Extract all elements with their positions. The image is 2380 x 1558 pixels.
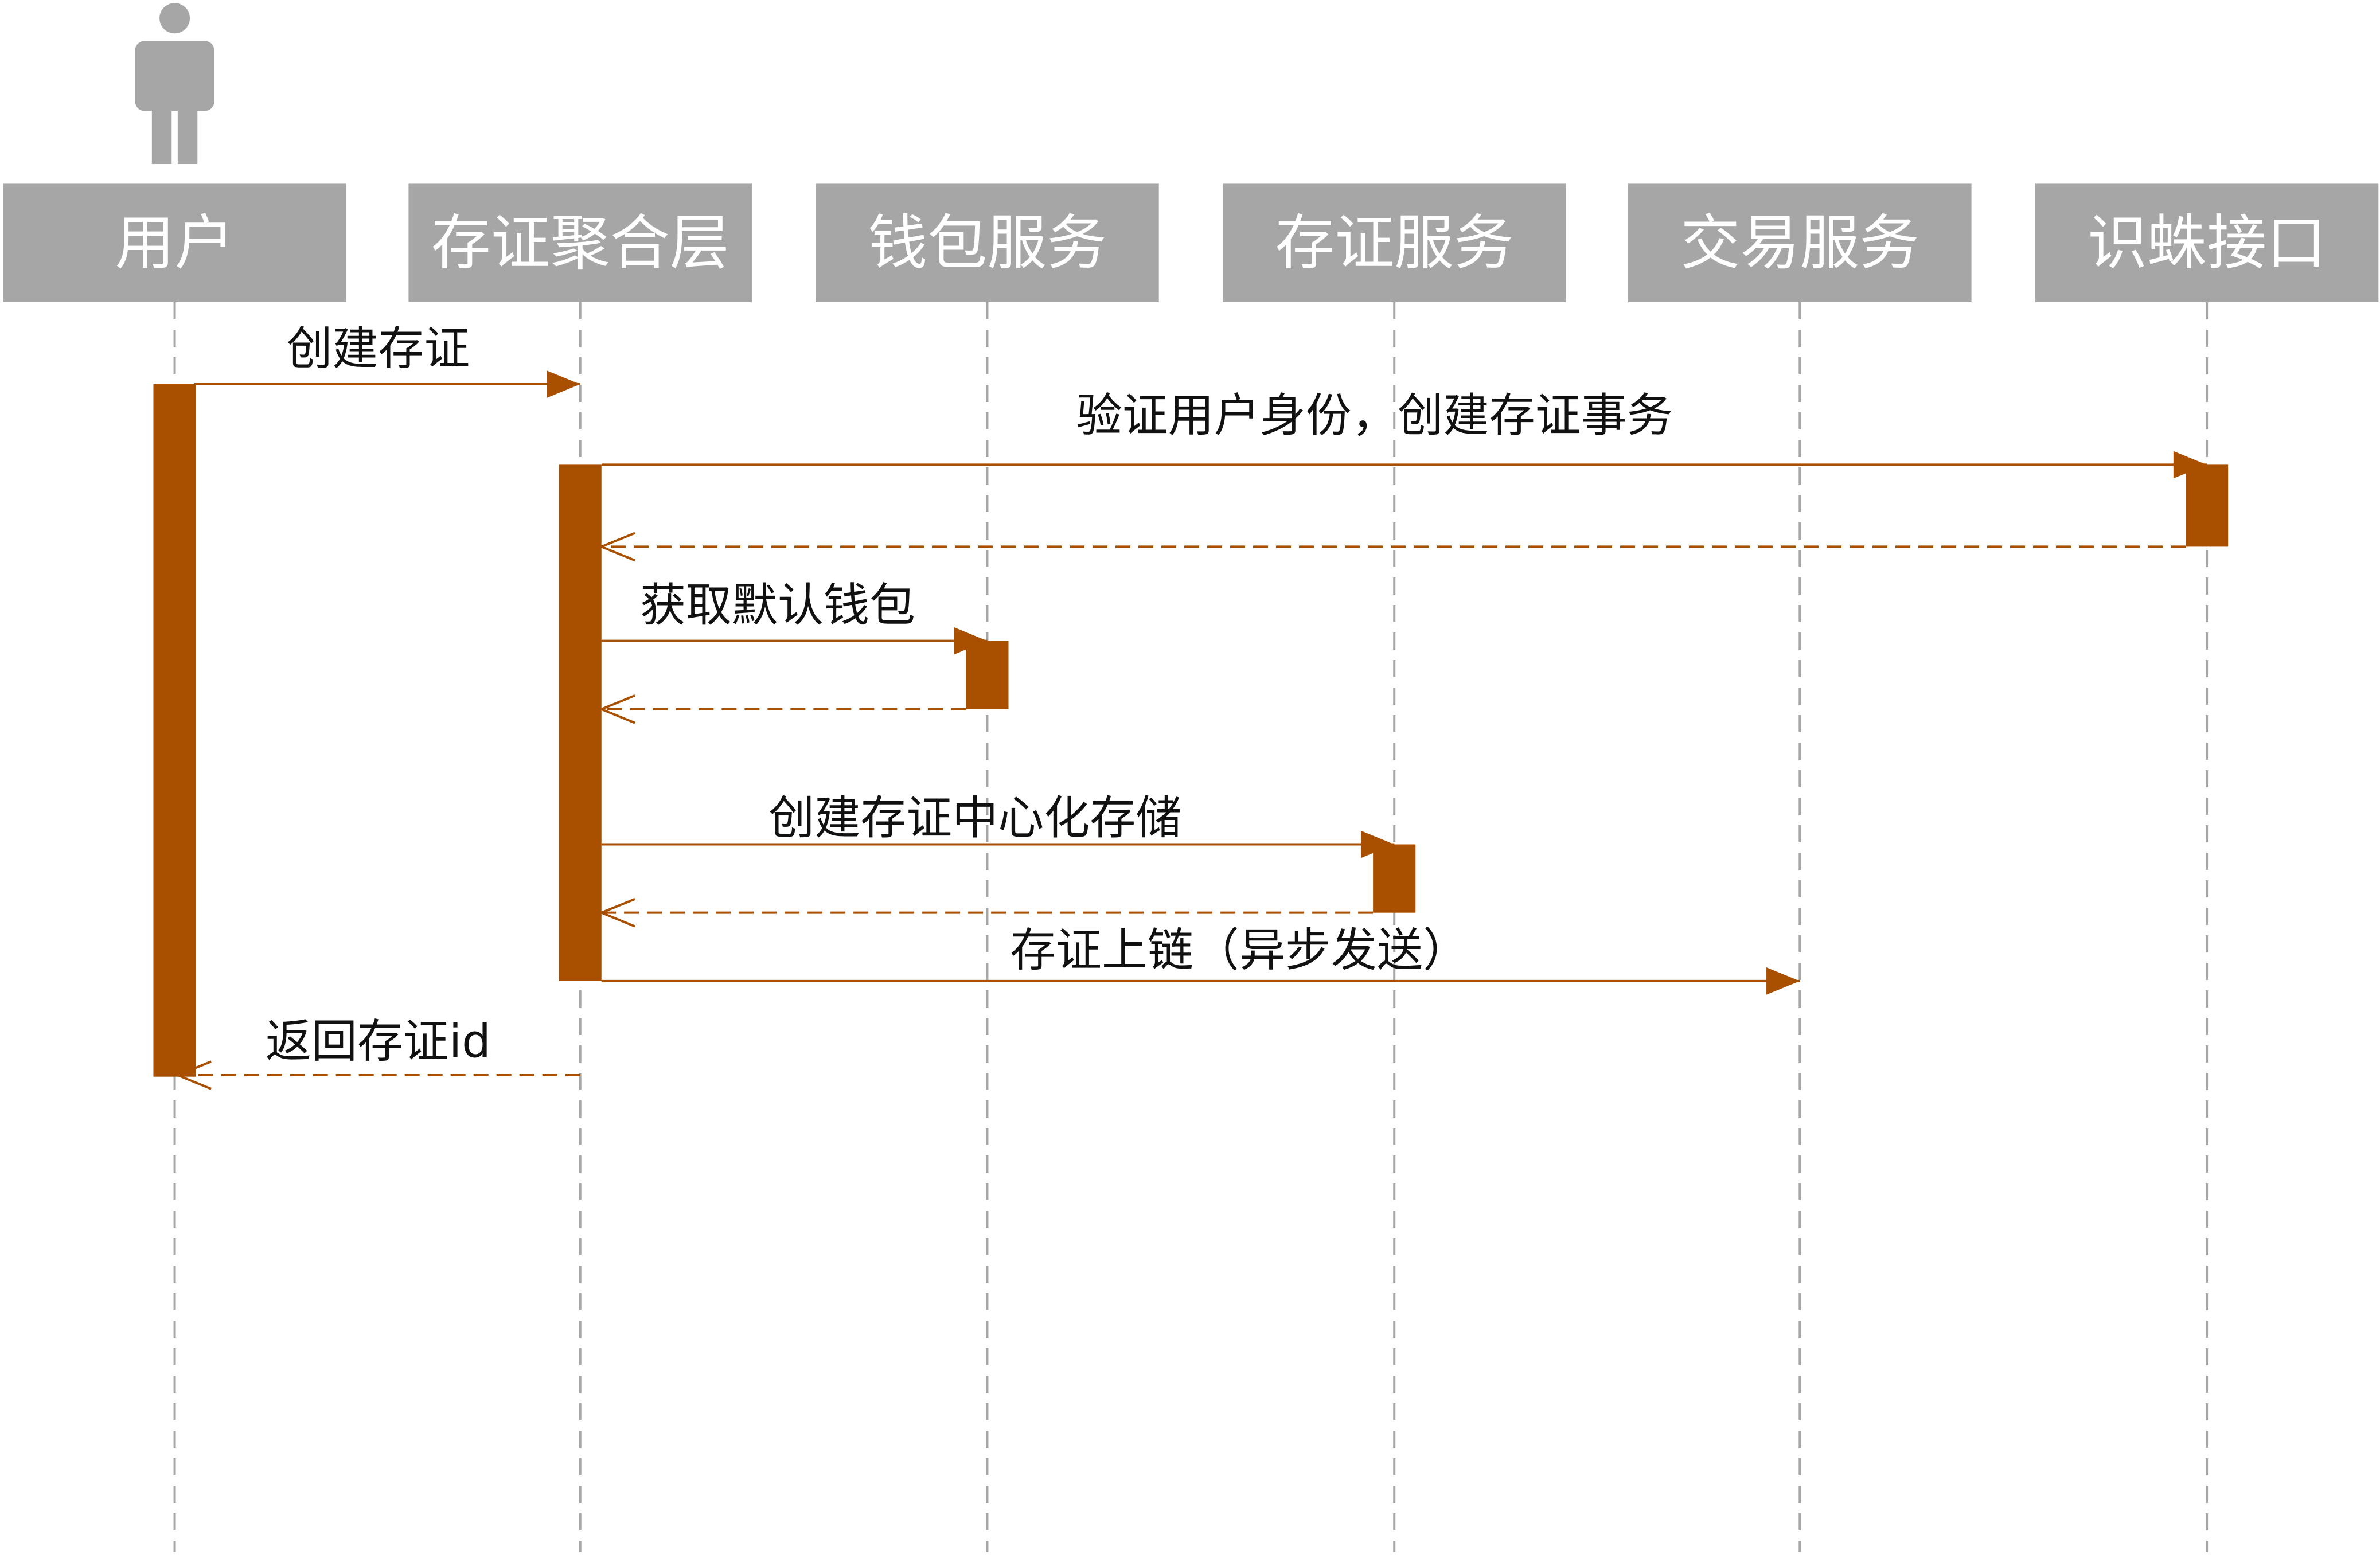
participant-box-wallet: [816, 183, 1159, 303]
message-label-m2: 验证用户身份，创建存证事务: [1076, 389, 1673, 442]
arrowhead-open: [598, 532, 635, 562]
activation-bars: [153, 384, 2229, 1077]
activation-user: [153, 384, 196, 1077]
message-label-m4: 获取默认钱包: [640, 579, 915, 632]
activation-zhizhu: [2186, 464, 2229, 547]
participant-box-cert: [1222, 183, 1566, 303]
participant-box-tx: [1628, 183, 1972, 303]
arrowhead-open: [598, 694, 635, 724]
participant-label-wallet: 钱包服务: [868, 208, 1106, 278]
message-m9: 返回存证id: [174, 1014, 580, 1090]
arrowhead-filled: [2173, 451, 2207, 479]
participant-label-tx: 交易服务: [1680, 208, 1919, 278]
message-m1: 创建存证: [194, 322, 580, 398]
message-label-m1: 创建存证: [286, 322, 470, 376]
actor-icon: [135, 3, 214, 165]
arrowhead-filled: [1766, 967, 1800, 995]
arrowhead-filled: [1360, 830, 1395, 858]
message-m4: 获取默认钱包: [601, 579, 988, 655]
participant-headers: 用户 存证聚合层 钱包服务 存证服务 交易服务 识蛛接口: [3, 183, 2379, 303]
participant-label-agg: 存证聚合层: [431, 208, 729, 278]
message-label-m8: 存证上链（异步发送）: [1010, 923, 1469, 977]
message-m7: [598, 897, 1374, 928]
activation-agg: [559, 464, 602, 981]
message-label-m9: 返回存证id: [266, 1014, 491, 1068]
actor-layer: [135, 3, 214, 165]
participant-label-zhizhu: 识蛛接口: [2088, 208, 2326, 278]
arrowhead-open: [598, 897, 635, 928]
message-m6: 创建存证中心化存储: [601, 791, 1395, 858]
activation-cert: [1373, 844, 1416, 913]
activation-wallet: [966, 641, 1009, 709]
message-label-m6: 创建存证中心化存储: [768, 791, 1181, 845]
arrowhead-filled: [954, 627, 988, 655]
message-m5: [598, 694, 966, 724]
message-m2: 验证用户身份，创建存证事务: [601, 389, 2207, 479]
participant-label-cert: 存证服务: [1275, 208, 1513, 278]
participant-box-agg: [408, 183, 752, 303]
arrowhead-open: [174, 1060, 212, 1090]
participant-box-user: [3, 183, 346, 303]
arrowhead-filled: [547, 370, 580, 398]
participant-box-zhizhu: [2035, 183, 2379, 303]
participant-label-user: 用户: [115, 208, 235, 278]
message-m8: 存证上链（异步发送）: [601, 923, 1800, 995]
message-m3: [598, 532, 2186, 562]
messages: 创建存证验证用户身份，创建存证事务获取默认钱包创建存证中心化存储存证上链（异步发…: [174, 322, 2207, 1090]
